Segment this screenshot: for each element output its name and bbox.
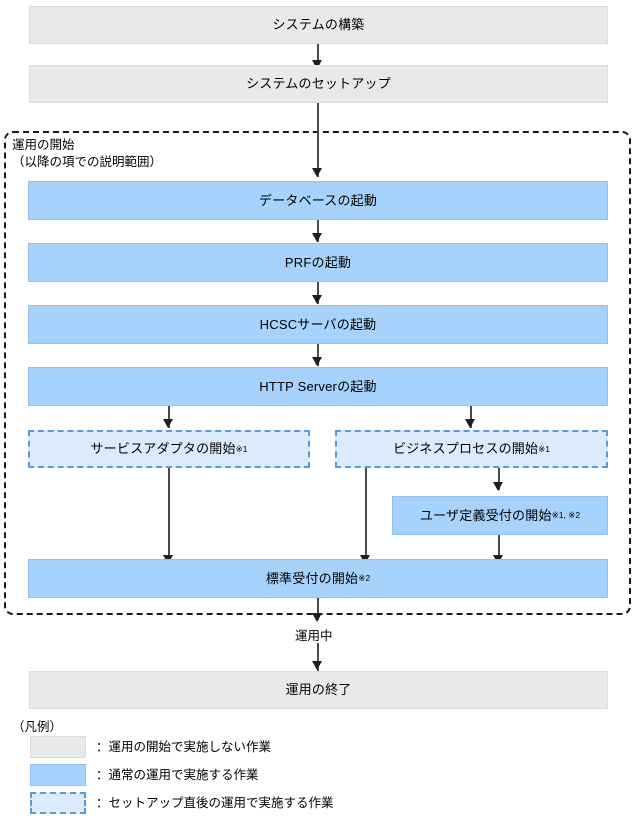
- arrowhead-hcsc-to-http: [312, 357, 322, 366]
- node-user-defined-receive-start-note: ※1, ※2: [551, 510, 581, 521]
- arrowhead-http-to-serviceadapter: [163, 419, 173, 428]
- node-service-adapter-start-label: サービスアダプタの開始: [90, 441, 236, 457]
- node-operation-end[interactable]: 運用の終了: [29, 671, 608, 709]
- node-http-server-start[interactable]: HTTP Serverの起動: [28, 367, 608, 406]
- node-standard-receive-start[interactable]: 標準受付の開始※2: [28, 559, 608, 598]
- legend-text-blue: ：通常の運用で実施する作業: [96, 768, 259, 782]
- edge-prf-to-hcsc: [317, 282, 319, 304]
- node-business-process-start-note: ※1: [538, 443, 551, 454]
- node-hcsc-server-start-label: HCSCサーバの起動: [259, 316, 377, 332]
- node-user-defined-receive-start-label: ユーザ定義受付の開始: [419, 507, 552, 523]
- node-service-adapter-start-note: ※1: [235, 443, 248, 454]
- node-system-setup-label: システムのセットアップ: [246, 76, 391, 92]
- arrowhead-setup-to-db: [312, 168, 322, 177]
- legend-text-dashed: ：セットアップ直後の運用で実施する作業: [96, 796, 334, 810]
- node-operation-end-label: 運用の終了: [285, 682, 352, 698]
- arrowhead-build-to-setup: [312, 60, 322, 69]
- legend-swatch-dashed: [30, 792, 86, 814]
- edge-setup-to-db: [317, 103, 319, 177]
- node-prf-start-label: PRFの起動: [284, 254, 352, 270]
- node-hcsc-server-start[interactable]: HCSCサーバの起動: [28, 305, 608, 344]
- edge-http-to-businessprocess: [470, 406, 472, 428]
- node-standard-receive-start-label: 標準受付の開始: [265, 570, 359, 586]
- arrowhead-operating-to-operationend: [312, 661, 322, 670]
- node-business-process-start-label: ビジネスプロセスの開始: [392, 441, 539, 457]
- legend-swatch-gray: [30, 736, 86, 758]
- edge-operating-to-operationend: [317, 643, 319, 671]
- arrowhead-standardreceive-to-operating: [312, 613, 322, 622]
- edge-businessprocess-to-userdefined: [498, 468, 500, 490]
- node-database-start[interactable]: データベースの起動: [28, 181, 608, 220]
- edge-label-operating: 運用中: [292, 625, 336, 644]
- legend-text-gray: ：運用の開始で実施しない作業: [96, 740, 272, 754]
- arrowhead-db-to-prf: [312, 233, 322, 242]
- edge-build-to-setup: [317, 44, 319, 70]
- node-prf-start[interactable]: PRFの起動: [28, 243, 608, 282]
- arrowhead-http-to-businessprocess: [465, 419, 475, 428]
- arrowhead-businessprocess-to-userdefined: [493, 482, 503, 491]
- arrowhead-prf-to-hcsc: [312, 295, 322, 304]
- node-system-build-label: システムの構築: [272, 17, 365, 33]
- edge-db-to-prf: [317, 220, 319, 242]
- edge-http-to-serviceadapter: [168, 406, 170, 428]
- node-business-process-start[interactable]: ビジネスプロセスの開始※1: [335, 430, 608, 468]
- legend-title: （凡例）: [12, 720, 63, 734]
- legend-swatch-blue: [30, 764, 86, 786]
- edge-userdefined-to-standardreceive: [498, 535, 500, 564]
- node-service-adapter-start[interactable]: サービスアダプタの開始※1: [28, 430, 310, 468]
- edge-businessprocess-to-standardreceive: [365, 468, 367, 564]
- node-user-defined-receive-start[interactable]: ユーザ定義受付の開始※1, ※2: [392, 496, 608, 535]
- operation-start-group-label-line2: （以降の項での説明範囲）: [12, 155, 163, 169]
- edge-standardreceive-to-operating: [317, 598, 319, 620]
- node-database-start-label: データベースの起動: [258, 192, 378, 208]
- edge-serviceadapter-to-standardreceive: [168, 468, 170, 564]
- operation-start-group-label-line1: 運用の開始: [12, 138, 75, 152]
- node-system-build[interactable]: システムの構築: [29, 6, 608, 44]
- node-http-server-start-label: HTTP Serverの起動: [259, 378, 377, 394]
- node-system-setup[interactable]: システムのセットアップ: [29, 65, 608, 103]
- node-standard-receive-start-note: ※2: [358, 573, 371, 584]
- edge-hcsc-to-http: [317, 344, 319, 366]
